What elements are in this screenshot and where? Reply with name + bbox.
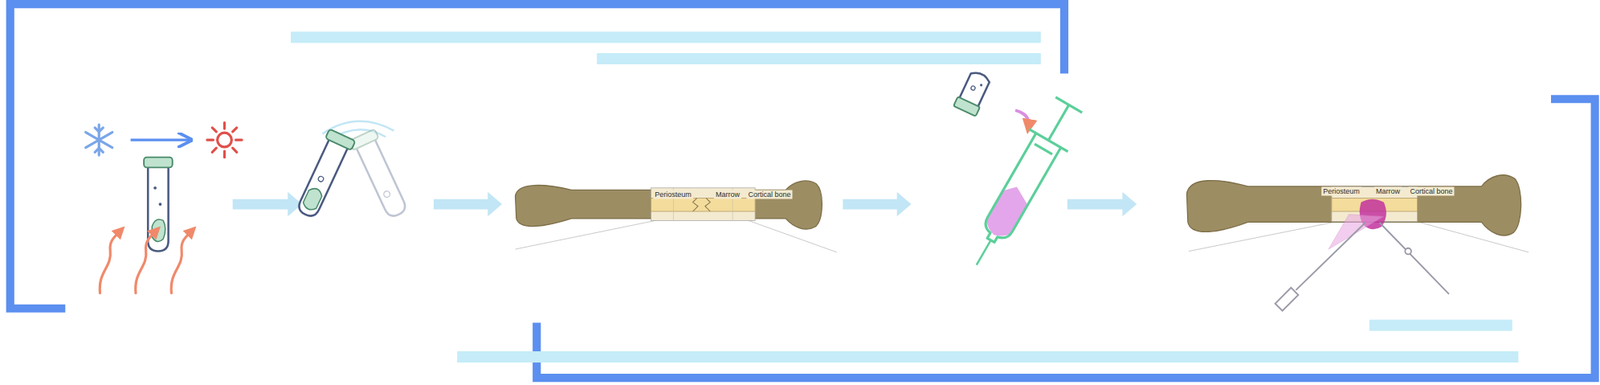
part-label: Cortical bone	[746, 190, 792, 200]
frame-bracket	[536, 98, 1595, 378]
sun-icon	[207, 122, 242, 157]
part-label: Periosteum	[1321, 187, 1362, 196]
gel-tube	[953, 69, 993, 117]
femur-with-defect	[515, 180, 837, 253]
femur-with-injection	[1186, 175, 1529, 311]
sample-tube	[143, 157, 173, 252]
part-label: Periosteum	[653, 190, 694, 200]
pour-arrow	[1015, 110, 1029, 127]
part-label: Cortical bone	[1408, 187, 1454, 196]
heat-arrows	[99, 230, 192, 294]
thaw-arrow	[130, 138, 191, 141]
part-label: Marrow	[714, 190, 742, 200]
mixing-tubes	[292, 121, 412, 221]
frame-bracket	[10, 4, 1065, 309]
part-label: Marrow	[1374, 187, 1402, 196]
syringe	[957, 93, 1089, 277]
placeholder-bars	[290, 31, 1519, 363]
snowflake-icon	[85, 124, 113, 156]
